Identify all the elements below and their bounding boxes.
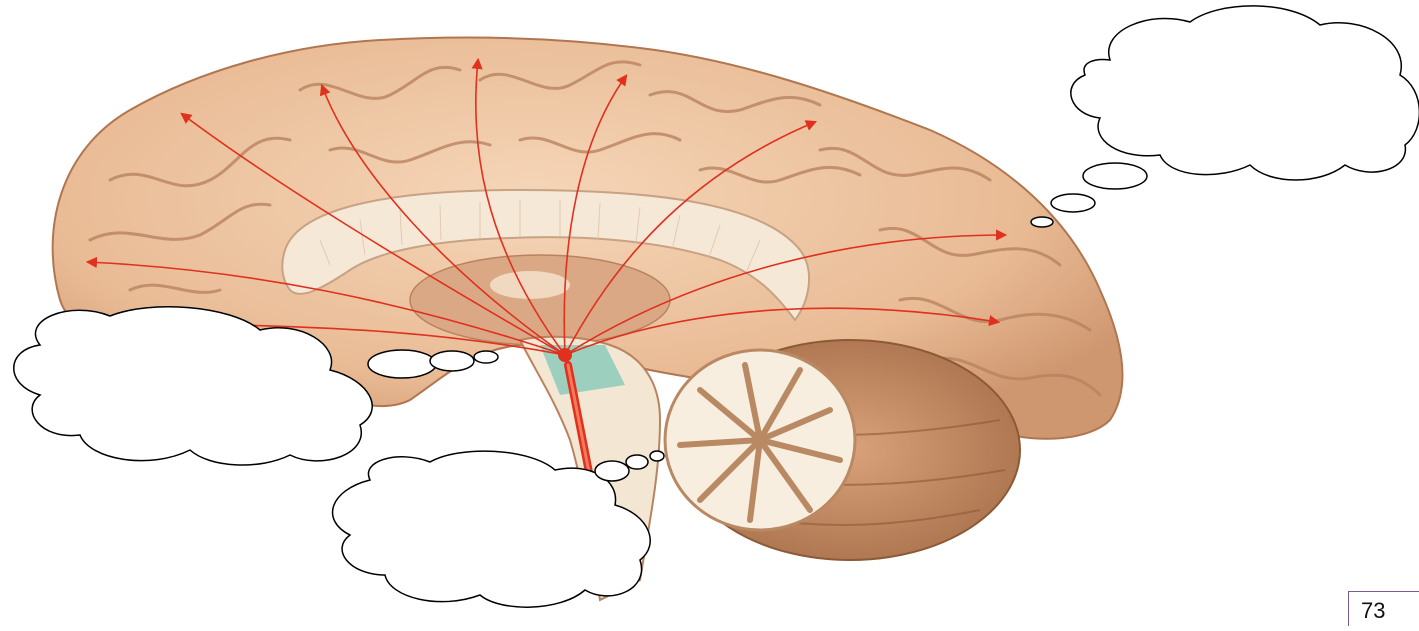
ventricle-space — [490, 271, 570, 299]
page-number: 73 — [1361, 598, 1385, 624]
page-number-box: 73 — [1348, 591, 1419, 626]
cloud-callout-top-right — [1031, 6, 1419, 227]
cloud-callout-bottom — [333, 451, 664, 607]
cerebellum — [665, 340, 1020, 560]
origin-point — [558, 348, 572, 362]
thalamus — [410, 255, 670, 345]
